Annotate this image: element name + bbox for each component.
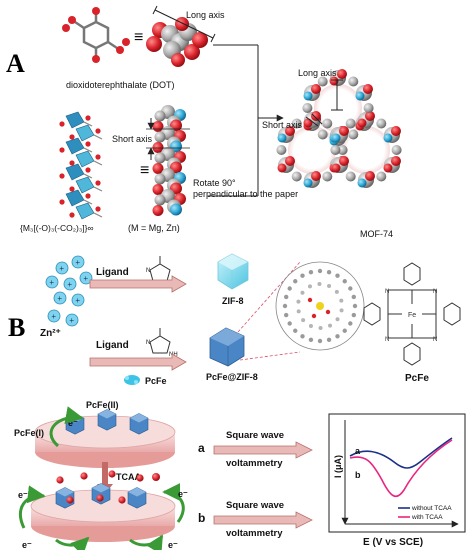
svg-text:+: + [59, 264, 64, 273]
imidazole-ligand-2: NNH [146, 328, 178, 358]
swv-a-line-1: Square wave [226, 430, 284, 441]
chain-space-filling [152, 105, 186, 216]
zn-ion-cluster: +++++++++ [45, 255, 93, 327]
step-a-label: a [198, 441, 205, 455]
electron-label-bottom-right: e⁻ [168, 540, 178, 550]
swv-b-line-2: voltammetry [226, 528, 283, 539]
pore-zoom-circle [275, 261, 365, 351]
zn-ion-label: Zn²⁺ [40, 328, 61, 339]
green-arrow-bottom-1 [55, 536, 90, 550]
assembly-arrow [208, 44, 284, 197]
pcfe-i-label: PcFe(I) [14, 428, 44, 438]
short-axis-marker [146, 118, 190, 160]
electron-label-right: e⁻ [178, 489, 188, 499]
svg-text:+: + [69, 316, 74, 325]
svg-text:N: N [385, 289, 389, 295]
chain-formula: {M₃[(-O)₃(-CO₂)₃]}∞ [20, 223, 94, 233]
svg-text:+: + [67, 280, 72, 289]
pcfe-molecule-label: PcFe [405, 373, 429, 384]
panel-a-label: A [6, 49, 25, 78]
green-arrow-left [18, 485, 46, 529]
svg-text:+: + [75, 296, 80, 305]
zif8-label: ZIF-8 [222, 296, 244, 306]
long-axis-label: Long axis [186, 10, 225, 20]
tcaa-molecule-icon [152, 473, 160, 481]
rotate-line-2: perpendicular to the paper [193, 189, 298, 199]
ligand-label-1: Ligand [96, 267, 129, 278]
svg-text:N: N [433, 289, 437, 295]
metal-oxide-chain-polyhedra [59, 111, 103, 220]
dot-name-label: dioxidoterephthalate (DOT) [66, 80, 175, 90]
plot-x-label: E (V vs SCE) [363, 537, 423, 548]
green-arrow-top [49, 406, 84, 448]
curve-with-tcaa [349, 439, 453, 498]
curve-a-label: a [355, 446, 361, 456]
svg-text:+: + [83, 274, 88, 283]
svg-text:N: N [385, 337, 389, 343]
dot-stick-molecule [62, 7, 130, 63]
plot-y-label: I (μA) [333, 455, 343, 478]
svg-text:+: + [75, 258, 80, 267]
mof-axis-markers [305, 79, 343, 127]
equiv-sign-2: ≡ [140, 162, 149, 179]
curve-without-tcaa [349, 437, 453, 469]
svg-text:Fe: Fe [408, 312, 416, 319]
dot-space-filling [146, 17, 208, 67]
pcfe-blob [124, 375, 140, 385]
svg-text:N: N [146, 340, 150, 346]
svg-text:+: + [51, 312, 56, 321]
step-b-label: b [198, 511, 205, 525]
rotate-line-1: Rotate 90° [193, 178, 236, 188]
ligand-label-2: Ligand [96, 340, 129, 351]
zif8-crystal [217, 253, 249, 290]
green-arrow-right [162, 483, 185, 523]
electron-label-top: e⁻ [68, 418, 78, 428]
equiv-sign: ≡ [134, 29, 143, 46]
electrode-bottom-cubes [55, 470, 147, 509]
mof-short-axis-label: Short axis [262, 120, 303, 130]
legend-with-label: with TCAA [411, 514, 443, 521]
long-axis-marker [152, 5, 216, 43]
pcfe-zif8-crystal [209, 327, 245, 367]
electron-label-left: e⁻ [18, 490, 28, 500]
svg-text:N: N [146, 268, 150, 274]
synthesis-arrow-1 [89, 275, 187, 293]
green-arrow-bottom-2 [129, 534, 164, 550]
swv-b-line-1: Square wave [226, 500, 284, 511]
mof-long-axis-label: Long axis [298, 68, 337, 78]
tcaa-label: TCAA [116, 472, 141, 482]
svg-text:+: + [49, 278, 54, 287]
electron-label-bottom-left: e⁻ [22, 540, 32, 550]
pcfe-zif8-label: PcFe@ZIF-8 [206, 372, 258, 382]
pcfe-ii-label: PcFe(II) [86, 400, 119, 410]
svg-text:N: N [433, 337, 437, 343]
curve-b-label: b [355, 470, 361, 480]
synthesis-arrow-2 [89, 353, 187, 371]
pcfe-molecule-structure: N N N N Fe [363, 262, 461, 366]
electrode-top-cubes [65, 409, 149, 435]
pcfe-small-label: PcFe [145, 376, 167, 386]
swv-arrow-a [213, 441, 313, 459]
swv-arrow-b [213, 511, 313, 529]
short-axis-label: Short axis [112, 134, 153, 144]
plot-frame [328, 413, 466, 533]
metal-note: (M = Mg, Zn) [128, 223, 180, 233]
svg-text:+: + [57, 294, 62, 303]
swv-a-line-2: voltammetry [226, 458, 283, 469]
legend-without-label: without TCAA [411, 505, 452, 512]
mof-name-label: MOF-74 [360, 229, 393, 239]
panel-b-label: B [8, 313, 25, 342]
